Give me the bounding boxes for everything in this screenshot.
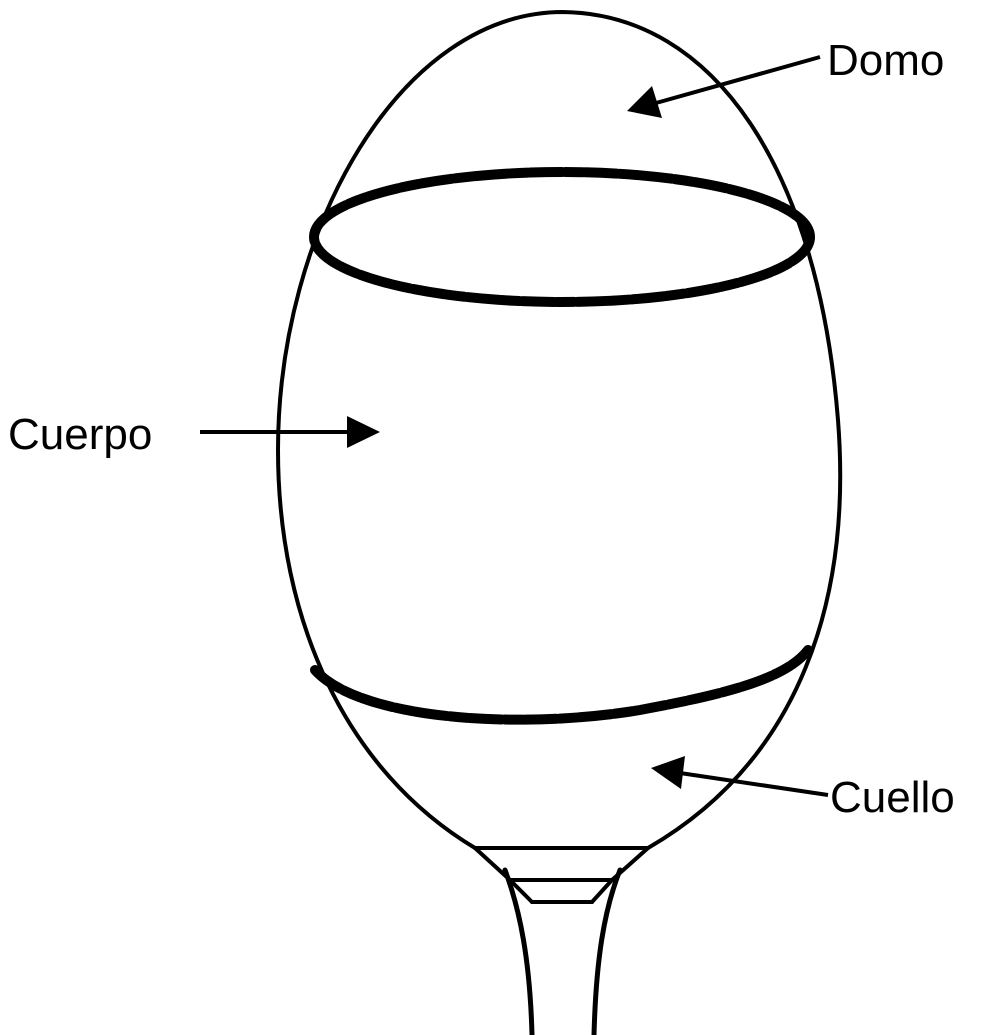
arrow-body bbox=[200, 416, 380, 448]
lower-band bbox=[315, 650, 808, 720]
label-dome: Domo bbox=[827, 36, 944, 85]
upper-band bbox=[314, 172, 810, 302]
label-body: Cuerpo bbox=[8, 410, 152, 459]
neck-connector bbox=[475, 848, 648, 902]
label-neck: Cuello bbox=[830, 773, 955, 822]
